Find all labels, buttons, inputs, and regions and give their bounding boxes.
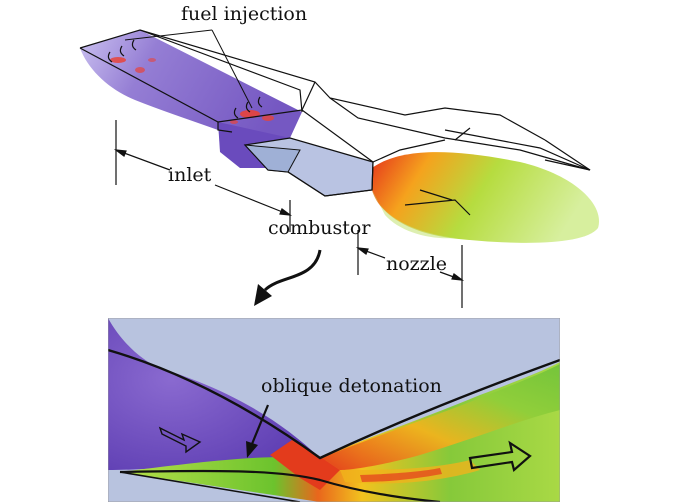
detonation-wave-upper <box>322 364 560 470</box>
outflow-arrow <box>468 440 532 473</box>
combustor-label: combustor <box>268 217 371 239</box>
dimension-lines <box>113 120 465 308</box>
detonation-leader-head <box>246 441 258 458</box>
inflow-arrow <box>158 426 202 454</box>
exhaust-plume <box>372 152 600 243</box>
vehicle-outline <box>79 29 591 216</box>
detonation-detail-panel <box>108 318 560 502</box>
fuel-injection-hotspots <box>110 57 274 124</box>
upper-wall <box>108 348 560 460</box>
fuel-injection-label: fuel injection <box>181 3 307 25</box>
zoom-arrow-head <box>254 284 272 306</box>
vehicle-drawing <box>79 29 600 243</box>
nozzle-label: nozzle <box>386 253 447 275</box>
exhaust-plume-fade <box>372 190 455 239</box>
oblique-detonation-label: oblique detonation <box>261 375 442 397</box>
inlet-flow-field <box>80 30 302 148</box>
zoom-arrow <box>263 249 322 292</box>
wedge-surface <box>119 469 441 502</box>
hot-streak <box>360 468 442 482</box>
fuel-injector-marks <box>107 39 263 119</box>
detonation-leader <box>250 404 270 445</box>
combustor-side-face <box>243 144 301 173</box>
wedge-lower-surface <box>119 471 301 502</box>
detonation-front <box>270 440 340 490</box>
fuel-injection-leaders <box>124 29 253 109</box>
inlet-label: inlet <box>168 164 212 186</box>
combustor-front-face <box>287 161 374 197</box>
